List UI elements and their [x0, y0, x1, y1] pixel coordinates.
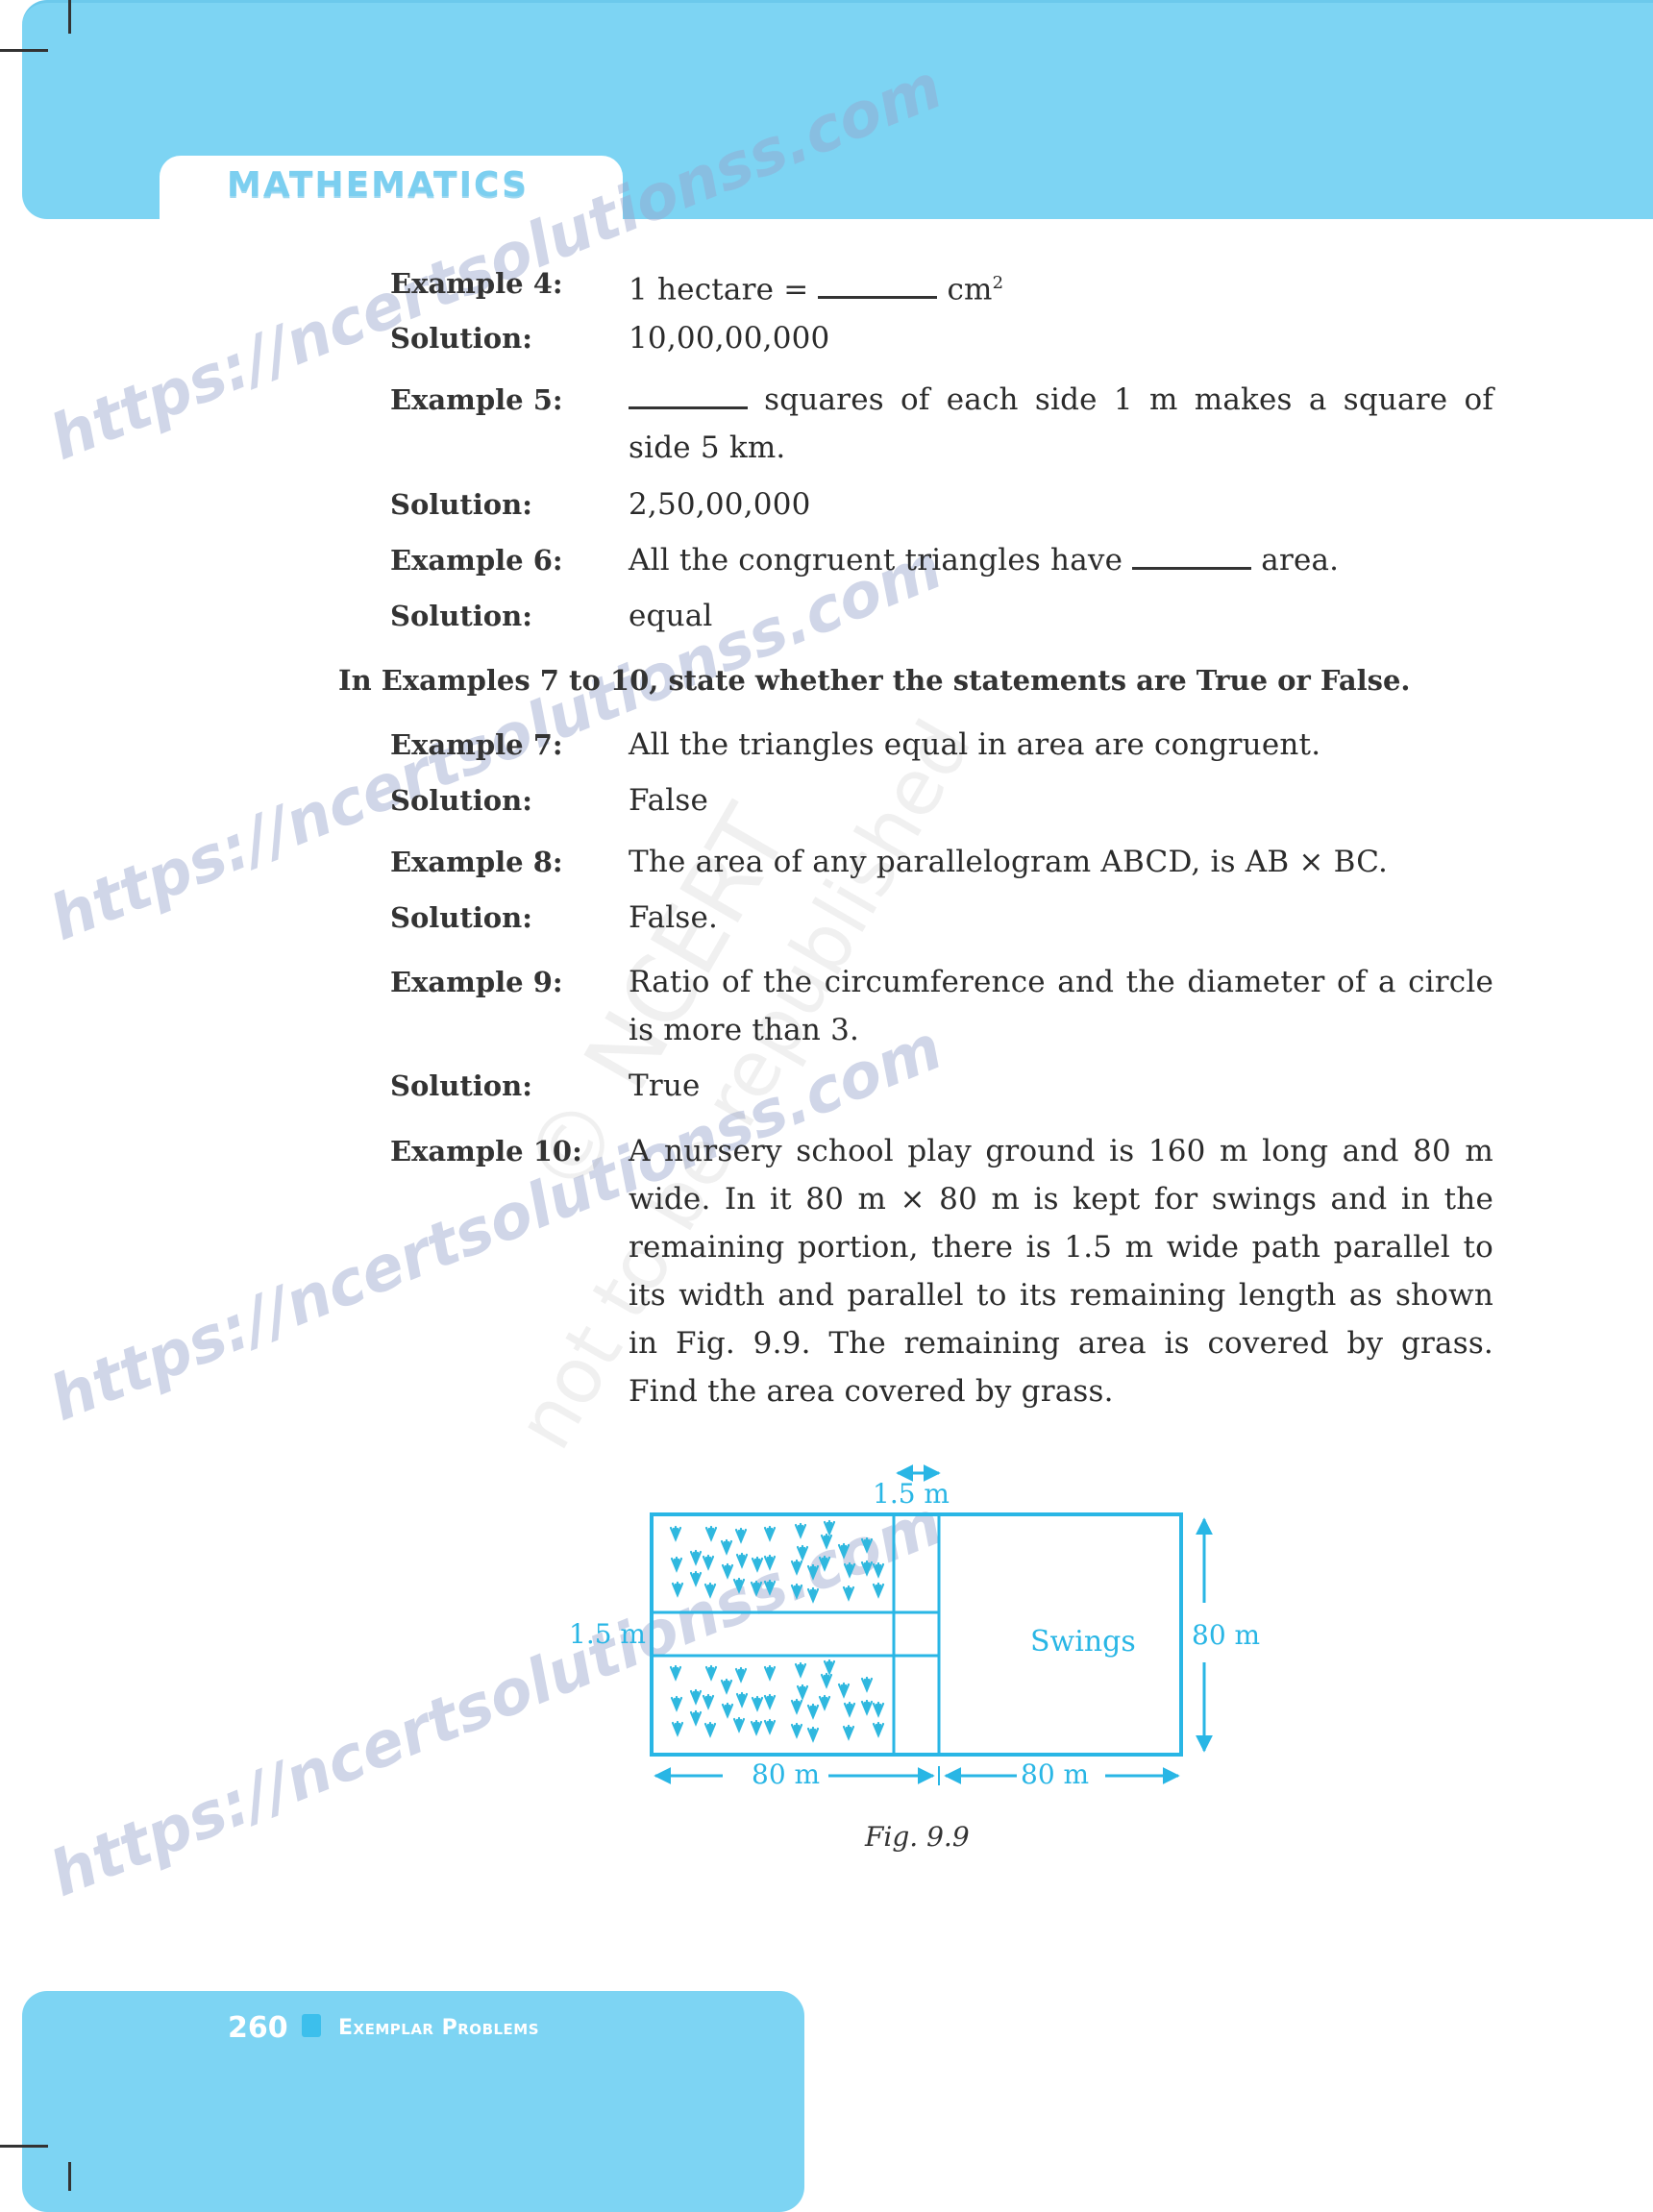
solution-label: Solution:: [390, 322, 532, 355]
solution-text: True: [629, 1069, 701, 1103]
crop-mark: [68, 2162, 71, 2191]
page-number: 260: [228, 2011, 288, 2045]
example-label: Example 9:: [390, 966, 563, 998]
solution-text: equal: [629, 599, 713, 633]
solution-label: Solution:: [390, 784, 532, 817]
solution-text: 10,00,00,000: [629, 321, 830, 356]
example-label: Example 10:: [390, 1135, 582, 1167]
bottom-left-length-label: 80 m: [752, 1758, 821, 1790]
solution-label: Solution:: [390, 901, 532, 934]
section-instruction: In Examples 7 to 10, state whether the s…: [338, 664, 1411, 697]
example-question: All the triangles equal in area are cong…: [629, 727, 1321, 762]
example-label: Example 7:: [390, 728, 563, 761]
figure-caption: Fig. 9.9: [865, 1821, 970, 1853]
solution-label: Solution:: [390, 1069, 532, 1102]
example-label: Example 8:: [390, 846, 563, 878]
square-bullet-icon: [302, 2014, 321, 2037]
answer-blank: [629, 381, 748, 409]
example-label: Example 5:: [390, 383, 563, 416]
swings-label: Swings: [1030, 1625, 1136, 1659]
grass-icon: [669, 1659, 885, 1742]
example-label: Example 4:: [390, 267, 563, 300]
grass-icon: [669, 1519, 885, 1603]
path-width-label-left: 1.5 m: [569, 1618, 646, 1650]
footer-banner: [22, 1991, 804, 2212]
solution-text: 2,50,00,000: [629, 487, 811, 522]
example-question: Ratio of the circumference and the diame…: [629, 965, 1493, 1047]
solution-label: Solution:: [390, 488, 532, 521]
book-title: Exemplar Problems: [338, 2016, 540, 2040]
solution-label: Solution:: [390, 600, 532, 632]
example-question: The area of any parallelogram ABCD, is A…: [629, 845, 1389, 879]
height-label: 80 m: [1192, 1619, 1261, 1651]
example-question: squares of each side 1 m makes a square …: [629, 381, 1493, 465]
crop-mark: [0, 2145, 48, 2148]
example-question: 1 hectare = cm2: [629, 271, 1004, 307]
answer-blank: [1132, 542, 1252, 570]
subject-title: MATHEMATICS: [227, 165, 530, 205]
playground-figure: [650, 1464, 1213, 1785]
crop-mark: [68, 0, 71, 34]
crop-mark: [0, 49, 48, 52]
solution-text: False: [629, 783, 709, 818]
answer-blank: [818, 271, 938, 300]
header-tab: [160, 156, 623, 223]
example-question: A nursery school play ground is 160 m lo…: [629, 1134, 1493, 1409]
example-question: All the congruent triangles have area.: [629, 542, 1340, 578]
solution-text: False.: [629, 900, 719, 935]
bottom-right-length-label: 80 m: [1021, 1758, 1090, 1790]
path-width-label-top: 1.5 m: [873, 1478, 950, 1510]
example-label: Example 6:: [390, 544, 563, 577]
